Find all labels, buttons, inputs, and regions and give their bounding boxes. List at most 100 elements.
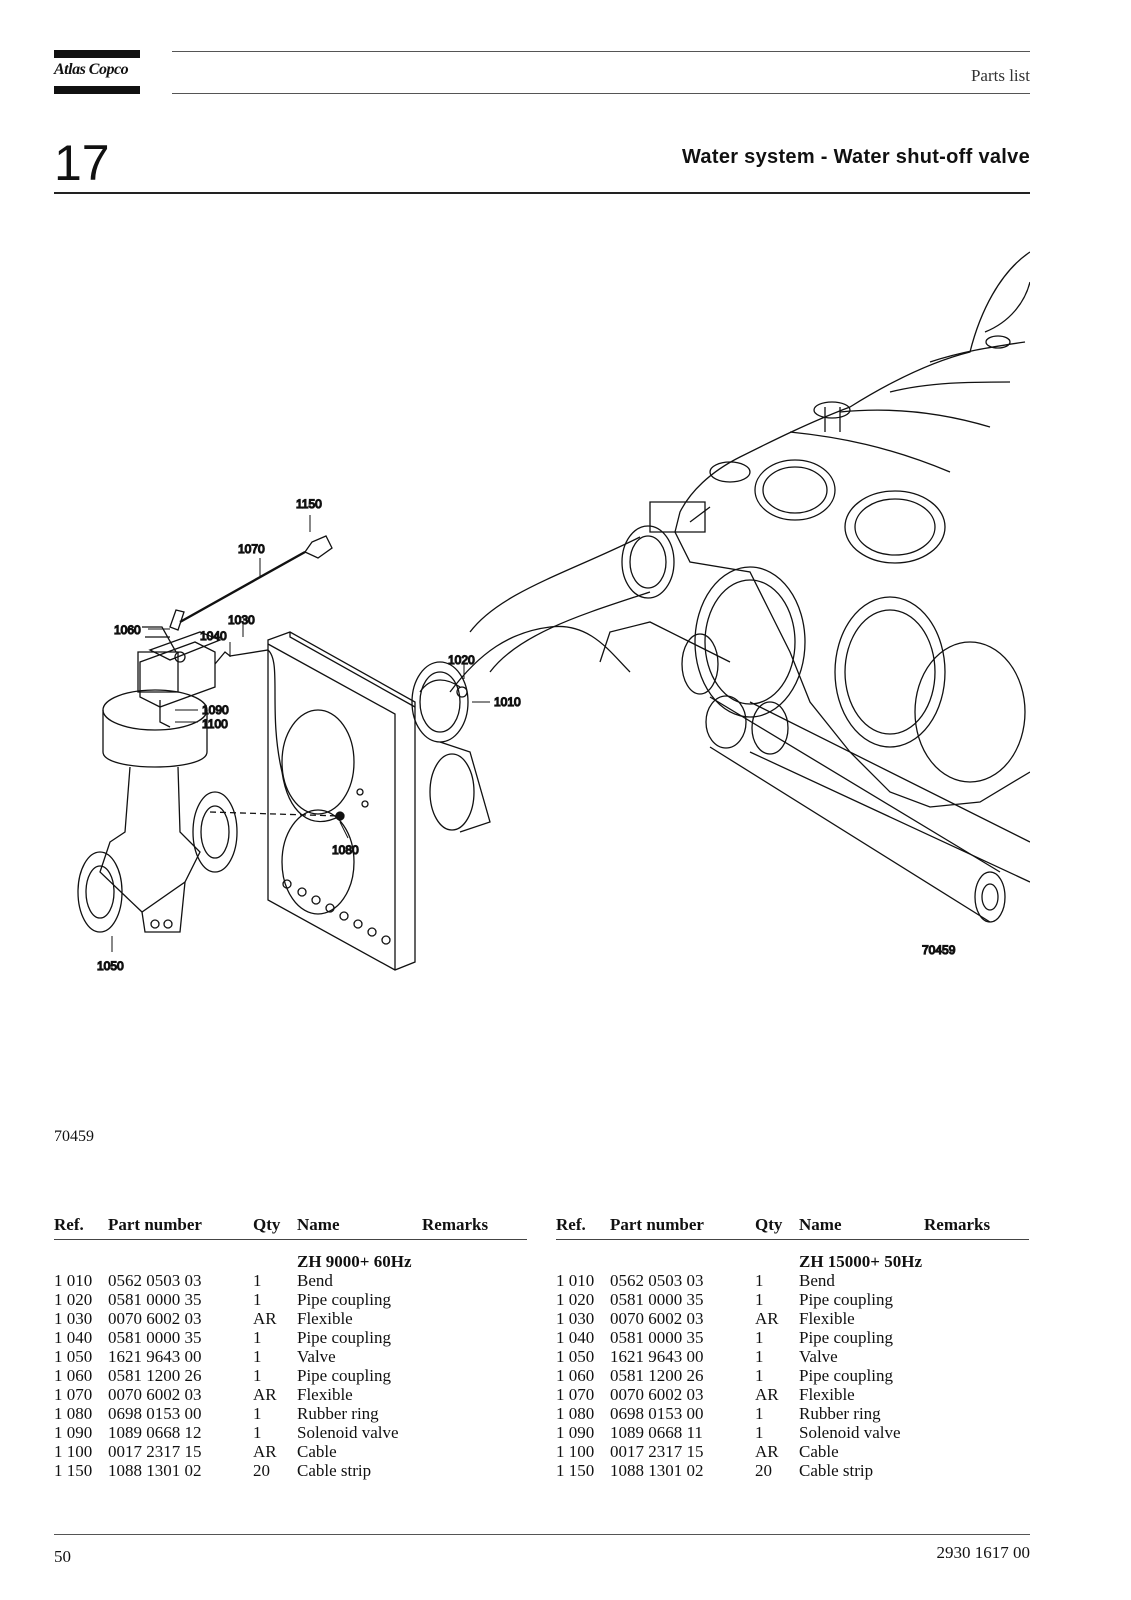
cell-remarks [924, 1385, 1029, 1404]
callout-1100: 1100 [202, 717, 228, 731]
col-remarks: Remarks [924, 1215, 1029, 1240]
parts-table-right: Ref. Part number Qty Name Remarks ZH 150… [556, 1215, 1029, 1480]
table-header-row: Ref. Part number Qty Name Remarks [54, 1215, 527, 1240]
col-name: Name [799, 1215, 924, 1240]
cell-qty: 1 [755, 1290, 764, 1309]
col-part-number: Part number [108, 1215, 253, 1240]
cell-part-number: 0070 6002 03 [108, 1385, 202, 1404]
table-row: 1 060 0581 1200 26 1 Pipe coupling [54, 1366, 527, 1385]
cell-qty: AR [253, 1385, 277, 1404]
cell-name: Flexible [799, 1385, 855, 1404]
cell-ref: 1 050 [54, 1347, 93, 1366]
cell-part-number: 1621 9643 00 [108, 1347, 202, 1366]
cell-qty: AR [755, 1442, 779, 1461]
cell-ref: 1 150 [556, 1461, 595, 1480]
callout-1040: 1040 [200, 629, 227, 643]
col-name: Name [297, 1215, 422, 1240]
cell-qty: 1 [253, 1271, 262, 1290]
mounting-plate [209, 631, 416, 971]
table-row: 1 040 0581 0000 35 1 Pipe coupling [556, 1328, 1029, 1347]
col-remarks: Remarks [422, 1215, 527, 1240]
cell-ref: 1 070 [556, 1385, 595, 1404]
cell-remarks [924, 1271, 1029, 1290]
cell-part-number: 0581 1200 26 [610, 1366, 704, 1385]
cell-name: Pipe coupling [799, 1328, 893, 1347]
cell-qty: 1 [755, 1404, 764, 1423]
callout-1010: 1010 [494, 695, 521, 709]
callout-1080: 1080 [332, 843, 359, 857]
cell-qty: 1 [755, 1271, 764, 1290]
table-header-row: Ref. Part number Qty Name Remarks [556, 1215, 1029, 1240]
cell-ref: 1 080 [54, 1404, 93, 1423]
flexible-hose [169, 535, 468, 823]
cell-remarks [924, 1309, 1029, 1328]
cell-qty: 1 [755, 1366, 764, 1385]
cell-part-number: 0562 0503 03 [610, 1271, 704, 1290]
cell-name: Valve [799, 1347, 838, 1366]
cell-remarks [924, 1404, 1029, 1423]
cell-part-number: 1089 0668 11 [610, 1423, 703, 1442]
cell-part-number: 0562 0503 03 [108, 1271, 202, 1290]
cell-remarks [924, 1366, 1029, 1385]
cell-qty: 1 [253, 1366, 262, 1385]
cell-part-number: 0581 1200 26 [108, 1366, 202, 1385]
shut-off-valve [77, 626, 238, 933]
col-part-number: Part number [610, 1215, 755, 1240]
cell-qty: 1 [253, 1347, 262, 1366]
cell-ref: 1 020 [556, 1290, 595, 1309]
figure-reference: 70459 [54, 1128, 94, 1145]
cell-name: Cable strip [297, 1461, 372, 1480]
cell-name: Flexible [799, 1309, 855, 1328]
cell-part-number: 0070 6002 03 [108, 1309, 202, 1328]
cell-part-number: 0581 0000 35 [610, 1290, 704, 1309]
header-rule-top [172, 51, 1030, 52]
variant-row: ZH 15000+ 50Hz [556, 1240, 1029, 1272]
chapter-number: 17 [54, 135, 110, 191]
cell-ref: 1 010 [556, 1271, 595, 1290]
cell-part-number: 0581 0000 35 [108, 1290, 202, 1309]
cell-part-number: 0581 0000 35 [108, 1328, 202, 1347]
cell-remarks [924, 1290, 1029, 1309]
cell-ref: 1 020 [54, 1290, 93, 1309]
cell-ref: 1 040 [556, 1328, 595, 1347]
exploded-view-drawing: 1150 1070 1060 1040 1030 1020 1010 1090 … [50, 232, 1031, 1022]
callout-1060: 1060 [114, 623, 141, 637]
cell-remarks [422, 1347, 527, 1366]
col-qty: Qty [253, 1215, 297, 1240]
cell-remarks [422, 1271, 527, 1290]
cell-name: Pipe coupling [297, 1366, 391, 1385]
logo-bar-bottom [54, 86, 140, 94]
cell-name: Flexible [297, 1309, 353, 1328]
cell-ref: 1 060 [54, 1366, 93, 1385]
cell-ref: 1 090 [556, 1423, 595, 1442]
col-qty: Qty [755, 1215, 799, 1240]
cell-remarks [422, 1366, 527, 1385]
cell-part-number: 0698 0153 00 [108, 1404, 202, 1423]
cell-qty: 1 [755, 1328, 764, 1347]
cell-part-number: 0017 2317 15 [610, 1442, 704, 1461]
cell-name: Rubber ring [799, 1404, 881, 1423]
cell-qty: 20 [253, 1461, 270, 1480]
cell-qty: 1 [253, 1423, 262, 1442]
pipe-assembly [411, 525, 1031, 923]
cell-qty: AR [755, 1309, 779, 1328]
logo-bar-top [54, 50, 140, 58]
cell-remarks [422, 1290, 527, 1309]
cell-part-number: 0017 2317 15 [108, 1442, 202, 1461]
col-ref: Ref. [54, 1215, 108, 1240]
cell-qty: 1 [253, 1404, 262, 1423]
callout-1090: 1090 [202, 703, 229, 717]
cell-part-number: 0581 0000 35 [610, 1328, 704, 1347]
page-number: 50 [54, 1547, 71, 1566]
callout-1070: 1070 [238, 542, 265, 556]
